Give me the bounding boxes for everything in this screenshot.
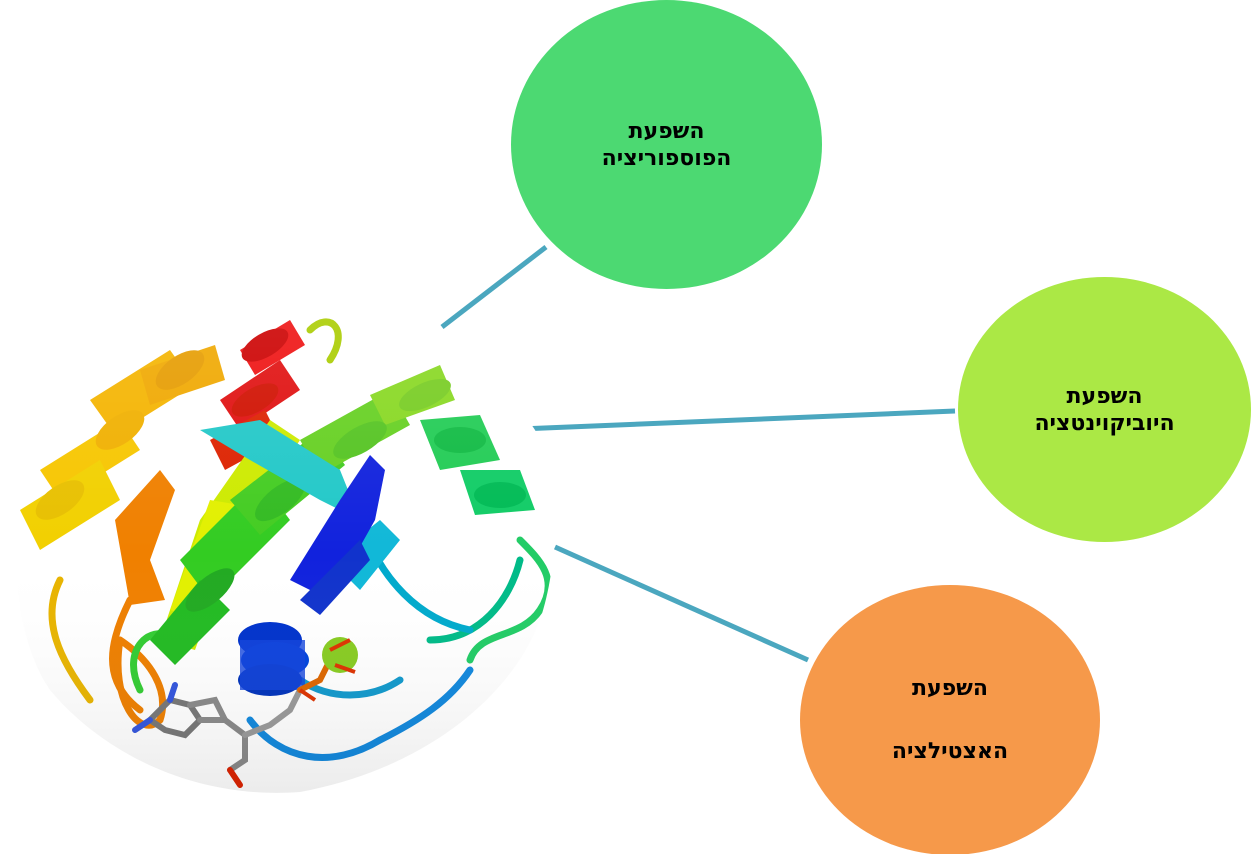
connectors bbox=[440, 245, 956, 663]
bubble-ubiquitination-shape bbox=[958, 277, 1251, 542]
bubble-phosphorylation-line2: הפוספוריציה bbox=[601, 145, 732, 171]
bubble-acetylation-shape bbox=[800, 585, 1100, 854]
bubble-acetylation-line2: האצטילציה bbox=[891, 739, 1009, 764]
connector-ubiquitination bbox=[519, 408, 956, 432]
protein-structure-image bbox=[16, 317, 555, 793]
connector-acetylation bbox=[553, 544, 810, 663]
bubble-ubiquitination-line2: היוביקוינטציה bbox=[1034, 410, 1175, 436]
bubble-ubiquitination: השפעת היוביקוינטציה bbox=[958, 277, 1251, 542]
bubble-acetylation: השפעת האצטילציה bbox=[800, 585, 1100, 855]
bubble-phosphorylation-line1: השפעת bbox=[628, 118, 705, 144]
bubble-acetylation-line1: השפעת bbox=[912, 676, 988, 701]
connector-phosphorylation bbox=[440, 245, 548, 329]
bubble-ubiquitination-line1: השפעת bbox=[1066, 383, 1143, 409]
bubble-phosphorylation: השפעת הפוספוריציה bbox=[511, 0, 822, 289]
bubble-phosphorylation-shape bbox=[511, 0, 822, 289]
